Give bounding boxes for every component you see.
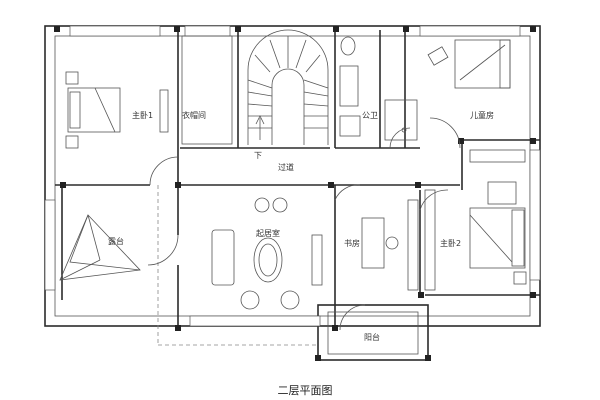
door-master-1 (149, 156, 179, 186)
sofa-icon (211, 229, 235, 286)
shower-icon (384, 99, 418, 141)
tv-cabinet-icon (311, 234, 323, 286)
study-furniture (361, 199, 419, 291)
door-bathroom (389, 127, 411, 149)
toilet-icon (340, 36, 356, 56)
diagram-title: 二层平面图 (278, 384, 333, 397)
doors (147, 117, 461, 331)
windows (44, 25, 541, 327)
interior-walls (55, 30, 540, 361)
chair-icon (385, 236, 399, 250)
label-bathroom: 公卫 (362, 111, 378, 120)
door-balcony (339, 304, 366, 331)
terrace-umbrella (59, 214, 141, 281)
coffee-table-icon (253, 237, 283, 283)
label-living-room: 起居室 (256, 228, 280, 238)
outer-walls (44, 25, 541, 327)
label-master-bedroom-2: 主卧2 (440, 238, 461, 248)
label-study: 书房 (344, 238, 360, 248)
outer-wall-inner (54, 35, 531, 317)
bed-icon (469, 207, 526, 269)
master-bedroom-1-furniture (65, 35, 233, 149)
kids-room-furniture (427, 39, 526, 163)
label-cloakroom: 衣帽间 (182, 110, 206, 120)
columns (54, 26, 536, 361)
door-kids (429, 117, 461, 149)
room-labels: 主卧1 衣帽间 下 公卫 儿童房 过道 露台 起居室 书房 主卧2 阳台 (108, 110, 494, 342)
master-bedroom-2-furniture (424, 181, 527, 291)
label-kids-room: 儿童房 (470, 110, 494, 120)
staircase (247, 29, 329, 145)
outer-wall-frame (44, 25, 541, 327)
label-terrace: 露台 (108, 236, 124, 246)
bathroom-fixtures (339, 36, 418, 141)
desk-icon (361, 217, 385, 269)
label-corridor: 过道 (278, 162, 294, 172)
living-room-furniture (157, 185, 323, 346)
door-terrace (147, 234, 179, 266)
bed-icon (67, 87, 121, 133)
door-study (334, 184, 361, 201)
tv-cabinet-icon (159, 89, 169, 133)
label-balcony: 阳台 (364, 332, 380, 342)
label-stairs-down: 下 (254, 151, 262, 160)
sink-icon (339, 115, 361, 137)
label-master-bedroom-1: 主卧1 (132, 110, 153, 120)
door-master-2 (419, 189, 449, 211)
